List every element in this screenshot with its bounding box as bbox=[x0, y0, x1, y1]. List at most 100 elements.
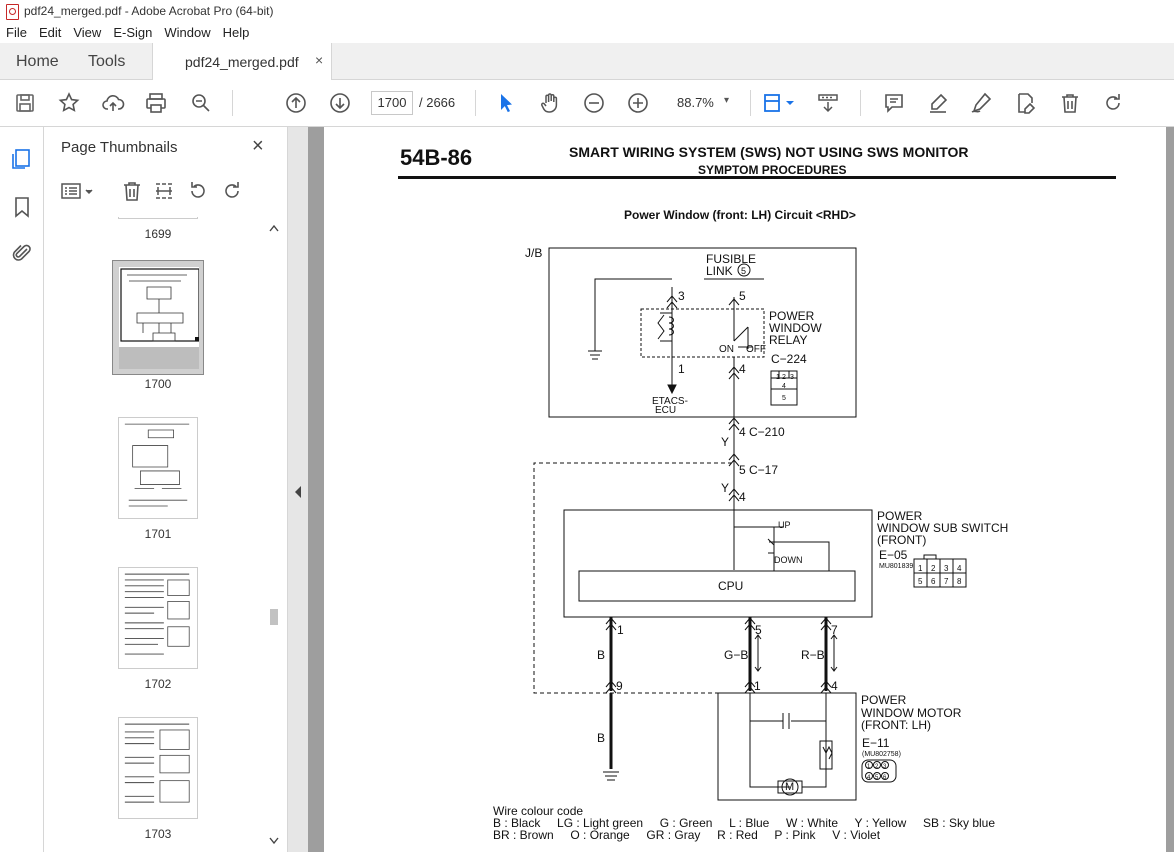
menu-file[interactable]: File bbox=[6, 25, 27, 40]
relay-name-2: WINDOW bbox=[769, 321, 822, 335]
highlight-pen-icon[interactable] bbox=[925, 90, 951, 116]
relay-name-1: POWER bbox=[769, 309, 815, 323]
page-number-input[interactable]: 1700 bbox=[371, 91, 413, 115]
bookmarks-icon[interactable] bbox=[10, 195, 34, 219]
menu-window[interactable]: Window bbox=[164, 25, 211, 40]
panel-collapse-gutter[interactable] bbox=[288, 127, 308, 852]
title-bar: pdf24_merged.pdf - Adobe Acrobat Pro (64… bbox=[0, 0, 1174, 22]
motor-symbol: M bbox=[785, 781, 795, 793]
relay-on-label: ON bbox=[719, 344, 734, 355]
thumbnail-label: 1699 bbox=[144, 227, 172, 241]
fusible-number: 5 bbox=[741, 266, 747, 276]
e05-pin: 5 bbox=[918, 577, 923, 586]
e05-pin: 2 bbox=[931, 564, 936, 573]
wire-b-2: B bbox=[597, 731, 606, 745]
bookmark-star-icon[interactable] bbox=[56, 90, 82, 116]
page-thumbnail-selected[interactable] bbox=[112, 260, 204, 375]
previous-page-icon[interactable] bbox=[283, 90, 309, 116]
hand-tool-icon[interactable] bbox=[537, 90, 563, 116]
attachments-icon[interactable] bbox=[10, 241, 34, 265]
zoom-out-icon[interactable] bbox=[581, 90, 607, 116]
panel-title: Page Thumbnails bbox=[61, 139, 178, 156]
legend-line-2: BR : Brown O : Orange GR : Gray R : Red … bbox=[493, 828, 881, 842]
pdf-page: 54B-86 SMART WIRING SYSTEM (SWS) NOT USI… bbox=[324, 127, 1166, 852]
thumbnail-options-icon[interactable] bbox=[60, 179, 96, 203]
select-cursor-icon[interactable] bbox=[493, 90, 519, 116]
c224-pin: 1 bbox=[776, 374, 780, 381]
rotate-right-icon[interactable] bbox=[220, 179, 244, 203]
print-icon[interactable] bbox=[143, 90, 169, 116]
thumbnail-label: 1701 bbox=[144, 527, 172, 541]
sub-switch-name-3: (FRONT) bbox=[877, 533, 927, 547]
delete-icon[interactable] bbox=[1057, 90, 1083, 116]
draw-icon[interactable] bbox=[968, 90, 994, 116]
relay-pin-4: 4 bbox=[739, 362, 746, 376]
page-thumbnail[interactable] bbox=[118, 217, 198, 219]
rotate-left-icon[interactable] bbox=[186, 179, 210, 203]
sub-switch-pin-1: 1 bbox=[617, 623, 624, 637]
sub-switch-pin-4: 4 bbox=[739, 490, 746, 504]
legend-title: Wire colour code bbox=[493, 804, 584, 818]
page-thumbnail[interactable] bbox=[118, 717, 198, 819]
page-count: / 2666 bbox=[419, 95, 456, 110]
thumbnail-label: 1703 bbox=[144, 827, 172, 841]
delete-pages-icon[interactable] bbox=[120, 179, 144, 203]
upload-cloud-icon[interactable] bbox=[100, 90, 126, 116]
wire-y-2: Y bbox=[721, 481, 730, 495]
motor-pin-4: 4 bbox=[831, 679, 838, 693]
page-thumbnails-icon[interactable] bbox=[10, 147, 34, 171]
menu-bar: File Edit View E-Sign Window Help bbox=[0, 22, 1174, 43]
header-title: SMART WIRING SYSTEM (SWS) NOT USING SWS … bbox=[569, 144, 969, 160]
scroll-mode-icon[interactable] bbox=[815, 90, 841, 116]
menu-esign[interactable]: E-Sign bbox=[113, 25, 153, 40]
tab-tools[interactable]: Tools bbox=[88, 53, 126, 70]
motor-name-1: POWER bbox=[861, 693, 907, 707]
sub-switch-name-1: POWER bbox=[877, 509, 923, 523]
part-number-mu801839: MU801839 bbox=[879, 563, 914, 570]
zoom-dropdown-icon[interactable]: ▾ bbox=[724, 95, 730, 106]
close-panel-icon[interactable]: × bbox=[252, 135, 264, 157]
thumbnail-scrollbar[interactable] bbox=[266, 217, 282, 852]
extract-pages-icon[interactable] bbox=[152, 179, 176, 203]
save-icon[interactable] bbox=[12, 90, 38, 116]
tab-document[interactable]: pdf24_merged.pdf × bbox=[152, 43, 332, 80]
zoom-level[interactable]: 88.7% bbox=[677, 95, 714, 110]
connector-e05: E−05 bbox=[879, 548, 908, 562]
part-number-mu802758: (MU802758) bbox=[862, 751, 901, 758]
window-title: pdf24_merged.pdf - Adobe Acrobat Pro (64… bbox=[24, 4, 274, 18]
close-tab-icon[interactable]: × bbox=[315, 52, 324, 68]
legend-line-1: B : Black LG : Light green G : Green L :… bbox=[493, 816, 996, 830]
e11-pin: 1 bbox=[867, 764, 871, 770]
menu-help[interactable]: Help bbox=[222, 25, 250, 40]
relay-pin-1: 1 bbox=[678, 362, 685, 376]
e11-pin: 4 bbox=[867, 775, 871, 781]
document-view[interactable]: 54B-86 SMART WIRING SYSTEM (SWS) NOT USI… bbox=[308, 127, 1174, 852]
ecu-label: ECU bbox=[655, 405, 677, 416]
comment-icon[interactable] bbox=[881, 90, 907, 116]
relay-off-label: OFF bbox=[746, 344, 766, 355]
page-display-icon[interactable] bbox=[762, 90, 798, 116]
page-thumbnail[interactable] bbox=[118, 417, 198, 519]
find-zoom-icon[interactable] bbox=[188, 90, 214, 116]
header-subtitle: SYMPTOM PROCEDURES bbox=[698, 163, 847, 177]
wiring-diagram bbox=[533, 247, 967, 801]
c224-pin: 2 bbox=[782, 374, 786, 381]
wire-r-b: R−B bbox=[801, 648, 825, 662]
collapse-panel-icon[interactable] bbox=[288, 127, 308, 852]
menu-view[interactable]: View bbox=[73, 25, 102, 40]
zoom-in-icon[interactable] bbox=[625, 90, 651, 116]
navigation-rail bbox=[0, 127, 44, 852]
jb-label: J/B bbox=[525, 246, 543, 260]
edit-pdf-icon[interactable] bbox=[1012, 90, 1038, 116]
next-page-icon[interactable] bbox=[327, 90, 353, 116]
tab-home[interactable]: Home bbox=[16, 53, 59, 70]
pdf-file-icon bbox=[6, 4, 19, 20]
motor-name-2: WINDOW MOTOR bbox=[861, 706, 962, 720]
connector-c210: 4 C−210 bbox=[739, 425, 785, 439]
tab-document-label: pdf24_merged.pdf bbox=[185, 54, 299, 70]
relay-pin-5: 5 bbox=[739, 289, 746, 303]
redo-icon[interactable] bbox=[1100, 90, 1126, 116]
page-thumbnail[interactable] bbox=[118, 567, 198, 669]
e05-pin: 3 bbox=[944, 564, 949, 573]
menu-edit[interactable]: Edit bbox=[38, 25, 62, 40]
